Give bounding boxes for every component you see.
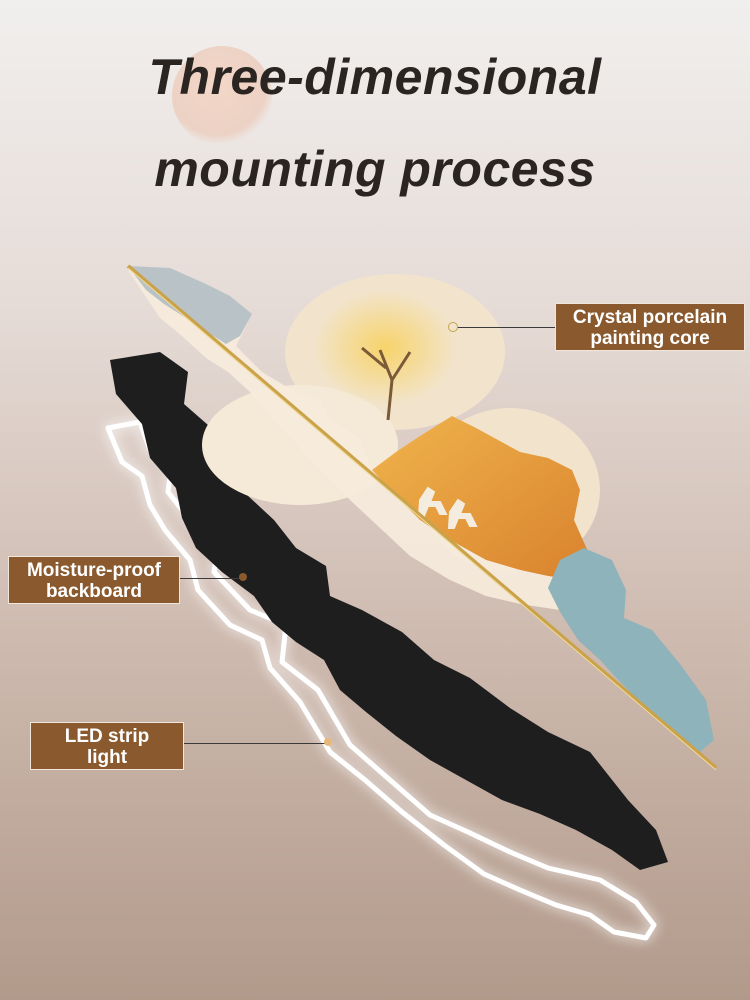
moisture-proof-label-line-1: Moisture-proof [26,560,162,581]
led-strip-label: LED strip light [30,722,184,770]
backboard-leader-dot [239,573,247,581]
title-line-1: Three-dimensional [148,49,602,105]
led-strip-label-line-1: LED strip [64,726,150,747]
orange-painting-panel [372,416,590,580]
moisture-proof-label-line-2: backboard [45,581,143,602]
led-leader-dot [324,738,332,746]
moisture-proof-label: Moisture-proof backboard [8,556,180,604]
backboard-leader-line [180,578,242,579]
gold-rod [126,264,718,770]
title-line-2: mounting process [154,141,596,197]
grey-textured-strip [128,266,252,344]
led-strip-label-line-2: light [86,747,128,768]
core-leader-line [455,327,555,328]
golden-tree-decoration [313,290,457,406]
core-leader-dot [448,322,458,332]
tree-trunk [361,346,412,421]
crystal-porcelain-label-line-1: Crystal porcelain [572,307,728,328]
crystal-porcelain-label: Crystal porcelain painting core [555,303,745,351]
blue-textured-strip [548,548,714,752]
led-leader-line [184,743,326,744]
sun-circle-decoration [172,46,272,146]
moisture-proof-backboard-layer [110,352,668,870]
led-strip-light [105,419,657,941]
crystal-porcelain-label-line-2: painting core [590,328,710,349]
